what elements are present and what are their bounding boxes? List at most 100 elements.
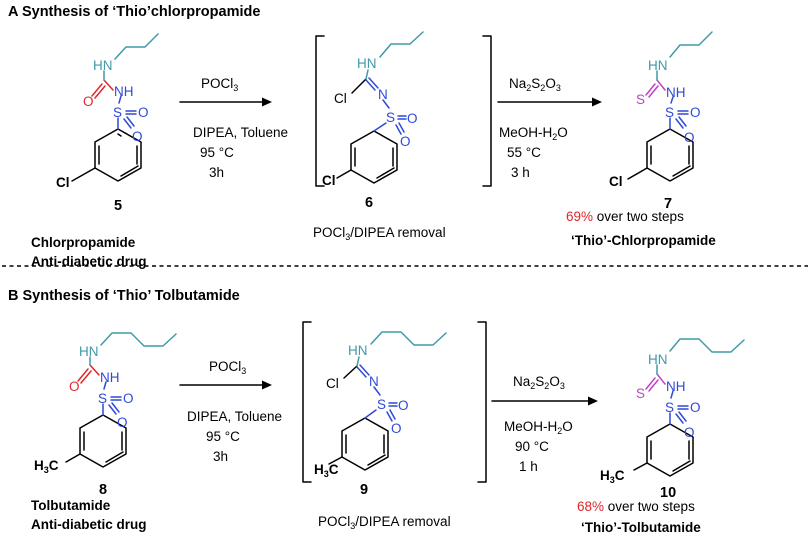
chlorine-atom: Cl <box>322 173 336 188</box>
c-n-double-bond <box>359 364 370 376</box>
c-n-double-bond <box>365 79 376 91</box>
c-n-bond <box>356 356 360 367</box>
c-s-double-bond <box>645 83 656 96</box>
conditions-temp: 55 °C <box>507 145 541 160</box>
compound-10-number: 10 <box>660 485 676 501</box>
aromatic-bond <box>105 451 124 463</box>
aromatic-bond <box>117 133 122 137</box>
reagent-pocl3: POCl3 <box>209 359 246 376</box>
hn-group: HN <box>357 56 377 71</box>
c-cl-bond <box>351 78 367 94</box>
benzene-ring <box>646 423 694 477</box>
c-s-bond <box>364 409 377 419</box>
conditions-solvent: MeOH-H2O <box>504 419 573 436</box>
yield-line-a: 69% over two steps <box>566 209 684 224</box>
oxygen-atom: O <box>138 105 149 120</box>
c-cl-bond <box>627 167 648 180</box>
conditions-time: 3 h <box>511 165 530 180</box>
s-n-bond <box>373 386 381 396</box>
s-n-bond <box>670 390 674 399</box>
s-o-bond <box>389 409 396 420</box>
aromatic-bond <box>672 165 691 177</box>
compound-9-structure: H3C S O O N Cl HN <box>314 331 447 479</box>
sulfur-atom: S <box>377 397 386 412</box>
nh-group: NH <box>666 85 686 100</box>
sulfur-atom: S <box>98 391 107 406</box>
sulfur-atom: S <box>113 105 122 120</box>
conditions-temp: 90 °C <box>515 439 549 454</box>
c-cl-bond <box>336 169 352 179</box>
arrowhead <box>262 97 272 107</box>
n-c-bond <box>656 79 666 91</box>
reagent-thiosulfate: Na2S2O3 <box>513 374 565 391</box>
c-s-bond <box>373 122 387 132</box>
compound-7-structure: Cl S O O NH S HN <box>609 31 713 189</box>
hn-group: HN <box>648 352 668 367</box>
propyl-chain <box>379 31 424 58</box>
benzene-ring <box>94 128 142 182</box>
c-s-double-bond <box>648 85 659 98</box>
thio-chlorpropamide-name: ‘Thio’-Chlorpropamide <box>571 233 716 248</box>
compound-5-structure: Cl S O O NH O HN <box>56 33 159 190</box>
compound-6-number: 6 <box>365 195 373 211</box>
s-o-bond <box>108 404 117 415</box>
aromatic-bond <box>120 165 139 177</box>
benzene-ring <box>341 417 389 471</box>
s-o-bond <box>386 411 393 422</box>
n-c-bond <box>89 364 100 376</box>
c-n-double-bond <box>356 366 367 378</box>
c-s-double-bond <box>648 379 659 392</box>
c-ch3-bond <box>65 453 81 463</box>
s-n-bond <box>103 381 107 390</box>
conditions-solvent: DIPEA, Toluene <box>187 409 282 424</box>
c-cl-bond <box>343 365 358 379</box>
s-o-bond <box>678 116 687 127</box>
butyl-chain <box>669 338 745 353</box>
n-c-bond <box>103 79 114 91</box>
oxygen-atom: O <box>132 129 143 144</box>
n-c-bond <box>656 373 666 385</box>
removal-note: POCl3/DIPEA removal <box>313 225 446 242</box>
carbonyl-oxygen: O <box>83 94 94 109</box>
oxygen-atom: O <box>398 398 409 413</box>
s-n-bond <box>382 99 390 109</box>
c-n-double-bond <box>368 77 379 89</box>
reagent-pocl3: POCl3 <box>201 76 238 93</box>
c-ch3-bond <box>328 456 343 465</box>
thio-sulfur: S <box>636 92 645 107</box>
c-s-double-bond <box>645 377 656 390</box>
oxygen-atom: O <box>684 130 695 145</box>
bracket-left <box>302 321 312 483</box>
chlorpropamide-name: Chlorpropamide <box>31 235 136 250</box>
benzene-ring <box>350 130 398 184</box>
s-n-bond <box>118 95 122 104</box>
hn-group: HN <box>93 58 113 73</box>
s-o-bond <box>675 118 684 129</box>
c-o-bond <box>94 85 106 99</box>
oxygen-atom: O <box>407 111 418 126</box>
conditions-temp: 95 °C <box>200 145 234 160</box>
bracket-left <box>315 35 325 187</box>
conditions-time: 1 h <box>519 459 538 474</box>
c-o-bond <box>80 370 92 384</box>
conditions-time: 3h <box>213 449 228 464</box>
arrowhead <box>262 380 272 390</box>
oxygen-atom: O <box>400 134 411 149</box>
chlorine-atom: Cl <box>56 175 70 190</box>
hn-group: HN <box>79 344 99 359</box>
conditions-temp: 95 °C <box>206 429 240 444</box>
sulfur-atom: S <box>386 110 395 125</box>
bracket-right <box>482 35 492 187</box>
carbonyl-oxygen: O <box>69 379 80 394</box>
chloro-atom: Cl <box>326 376 339 391</box>
s-o-bond <box>126 116 135 127</box>
oxygen-atom: O <box>690 400 701 415</box>
compound-6-structure: Cl S O O N Cl HN <box>322 31 424 188</box>
chlorine-atom: Cl <box>609 174 623 189</box>
nh-group: NH <box>666 379 686 394</box>
compound-5-number: 5 <box>114 198 122 214</box>
thio-sulfur: S <box>636 386 645 401</box>
chloro-atom: Cl <box>334 91 347 106</box>
s-o-bond <box>675 413 684 424</box>
